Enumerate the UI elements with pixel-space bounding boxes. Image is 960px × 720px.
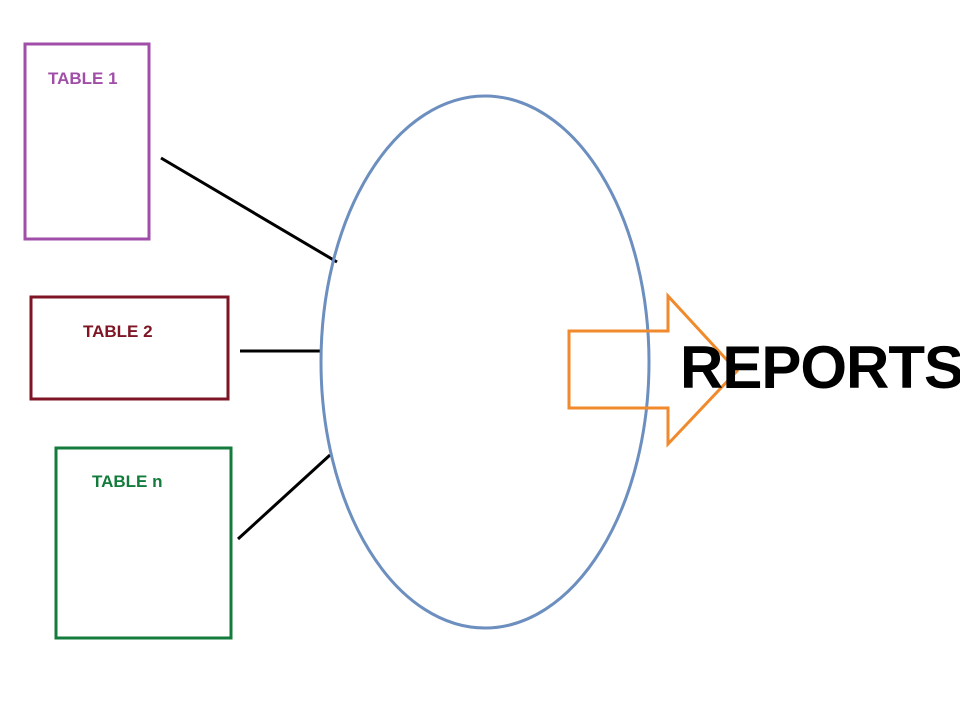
hub-ellipse xyxy=(319,94,651,630)
table-n-box xyxy=(54,446,233,640)
table-1-box xyxy=(23,42,151,241)
connector-table-1 xyxy=(160,156,338,264)
table-2-label: TABLE 2 xyxy=(83,322,153,341)
table-1-label: TABLE 1 xyxy=(48,69,118,88)
table-2-box xyxy=(29,295,230,401)
reports-label: REPORTS xyxy=(680,334,960,401)
table-n-label: TABLE n xyxy=(92,472,163,491)
output-arrow xyxy=(567,292,740,448)
connector-table-n xyxy=(236,453,332,541)
